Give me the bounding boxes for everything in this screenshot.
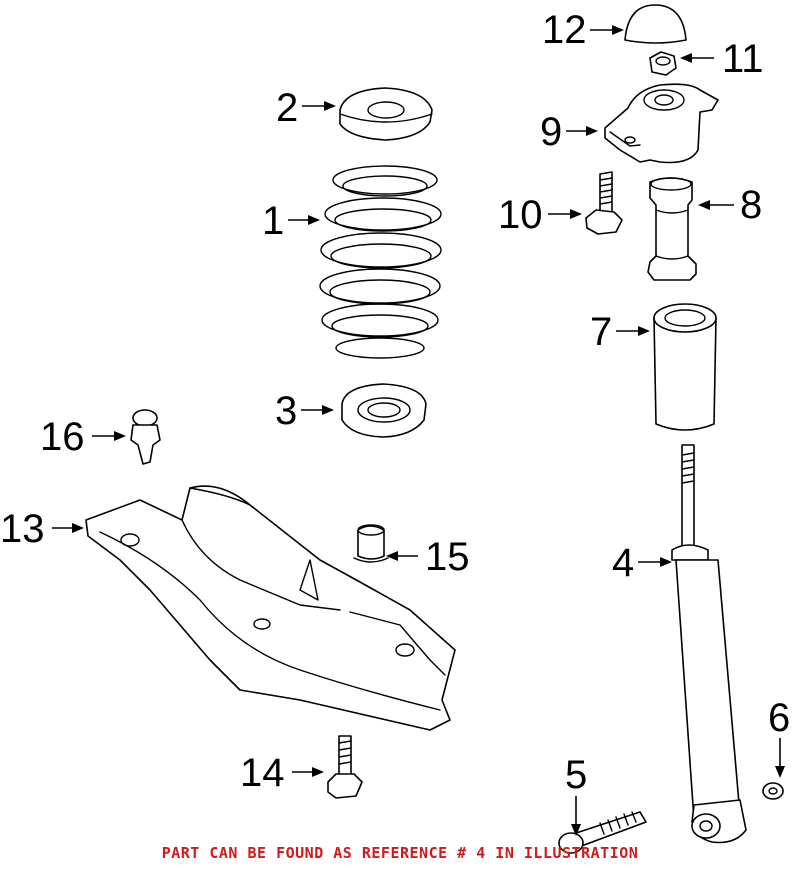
part-3-lower-spring-seat [341,383,427,438]
callout-12: 12 [542,8,624,52]
callout-16: 16 [40,415,126,459]
part-12-dust-cap [624,4,687,44]
part-6-nut [762,782,784,800]
callout-11: 11 [680,37,764,81]
svg-text:9: 9 [540,110,562,154]
part-8-bump-stop [647,177,697,281]
footer-note: PART CAN BE FOUND AS REFERENCE # 4 IN IL… [161,844,639,862]
svg-text:7: 7 [590,310,612,354]
svg-text:4: 4 [612,541,634,585]
callout-5: 5 [565,753,587,836]
callout-7: 7 [590,310,650,354]
callout-15: 15 [386,535,470,579]
part-11-nut [649,51,677,76]
callout-10: 10 [498,193,582,237]
callout-6: 6 [768,696,790,778]
part-7-dust-boot [653,303,717,431]
part-15-bushing [353,524,389,563]
part-13-spring-plate [85,485,456,731]
part-2-upper-spring-seat [339,87,433,141]
callout-14: 14 [240,751,324,795]
part-5-bolt [558,811,647,854]
svg-text:13: 13 [0,507,45,551]
part-16-push-clip [130,409,161,465]
part-4-shock-absorber [671,444,747,844]
part-9-strut-mount [604,83,719,164]
svg-text:3: 3 [275,389,297,433]
part-10-bolt [585,171,623,235]
svg-text:14: 14 [240,751,285,795]
svg-text:2: 2 [276,86,298,130]
callout-1: 1 [262,199,320,243]
svg-text:12: 12 [542,8,587,52]
svg-text:15: 15 [425,535,470,579]
svg-text:16: 16 [40,415,85,459]
svg-text:1: 1 [262,199,284,243]
part-14-bolt [327,735,363,799]
callout-8: 8 [698,183,762,227]
callout-13: 13 [0,507,84,551]
svg-text:6: 6 [768,696,790,740]
svg-text:5: 5 [565,753,587,797]
callout-3: 3 [275,389,334,433]
part-1-coil-spring [319,165,442,359]
svg-text:11: 11 [722,37,764,81]
svg-text:8: 8 [740,183,762,227]
callout-4: 4 [612,541,672,585]
callout-2: 2 [276,86,336,130]
callout-9: 9 [540,110,598,154]
svg-text:10: 10 [498,193,543,237]
